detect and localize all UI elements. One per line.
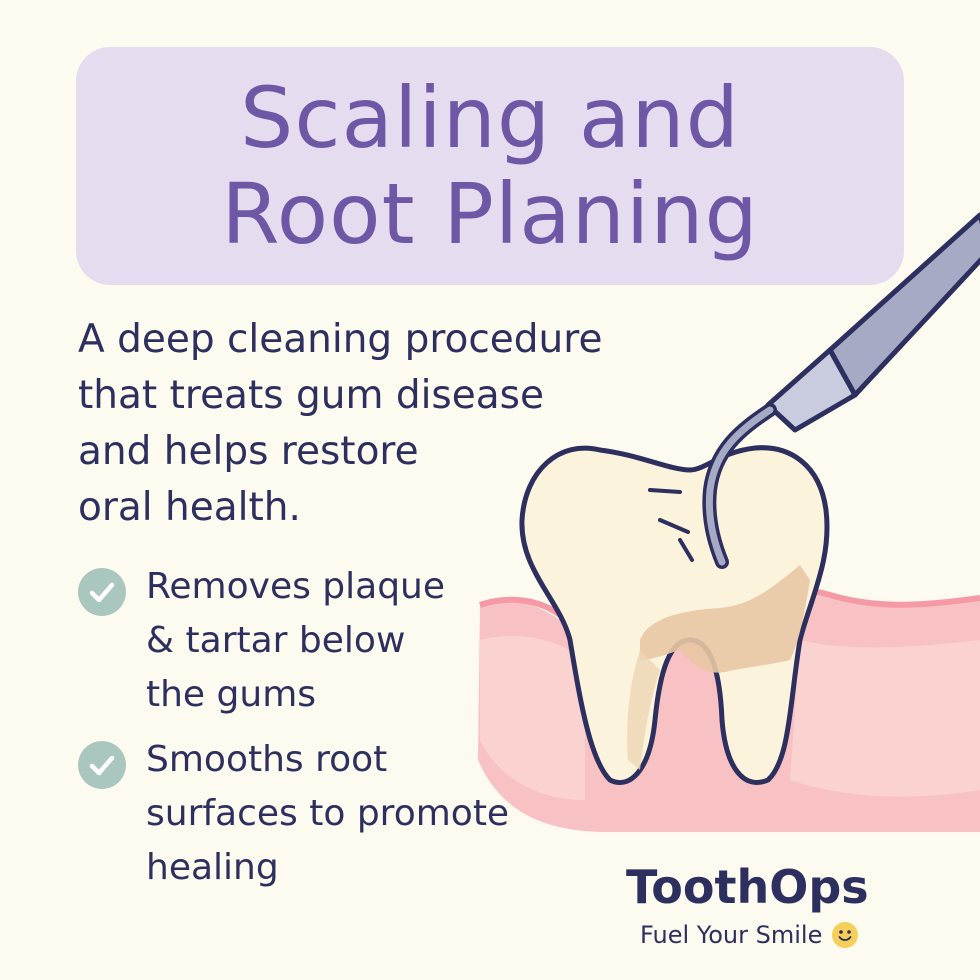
gum-inner xyxy=(480,636,980,800)
bullet-text: Removes plaque & tartar below the gums xyxy=(146,560,546,722)
brand-tagline-row: Fuel Your Smile xyxy=(640,918,906,952)
bullet-line: the gums xyxy=(146,674,317,715)
tartar-side xyxy=(627,650,660,770)
smiley-icon xyxy=(832,922,859,948)
sparkle-marks xyxy=(648,488,694,562)
description-line-4: oral health. xyxy=(78,485,301,530)
bullet-line: healing xyxy=(146,847,279,888)
bullet-line: Removes plaque xyxy=(146,566,446,607)
bullet-item: Smooths root surfaces to promote healing xyxy=(78,733,546,895)
bullet-line: & tartar below xyxy=(146,620,406,661)
bullet-line: Smooths root xyxy=(146,739,388,780)
description-line-1: A deep cleaning procedure xyxy=(78,317,603,362)
check-circle-icon xyxy=(78,741,126,789)
dental-scaler-instrument xyxy=(702,212,980,569)
brand-name: ToothOps xyxy=(626,860,869,914)
description: A deep cleaning procedure that treats gu… xyxy=(78,312,678,536)
bullet-item: Removes plaque & tartar below the gums xyxy=(78,560,546,722)
page-title-line-2: Root Planing xyxy=(221,165,759,263)
page-title-line-1: Scaling and xyxy=(240,69,740,167)
brand-block: ToothOps Fuel Your Smile xyxy=(626,856,906,952)
check-circle-icon xyxy=(78,568,126,616)
bullet-text: Smooths root surfaces to promote healing xyxy=(146,733,546,895)
description-line-2: that treats gum disease xyxy=(78,373,544,418)
tartar-deposit xyxy=(640,565,810,673)
bullet-line: surfaces to promote xyxy=(146,793,510,834)
title-banner: Scaling and Root Planing xyxy=(76,47,904,285)
brand-tagline: Fuel Your Smile xyxy=(640,921,823,949)
description-line-3: and helps restore xyxy=(78,429,419,474)
